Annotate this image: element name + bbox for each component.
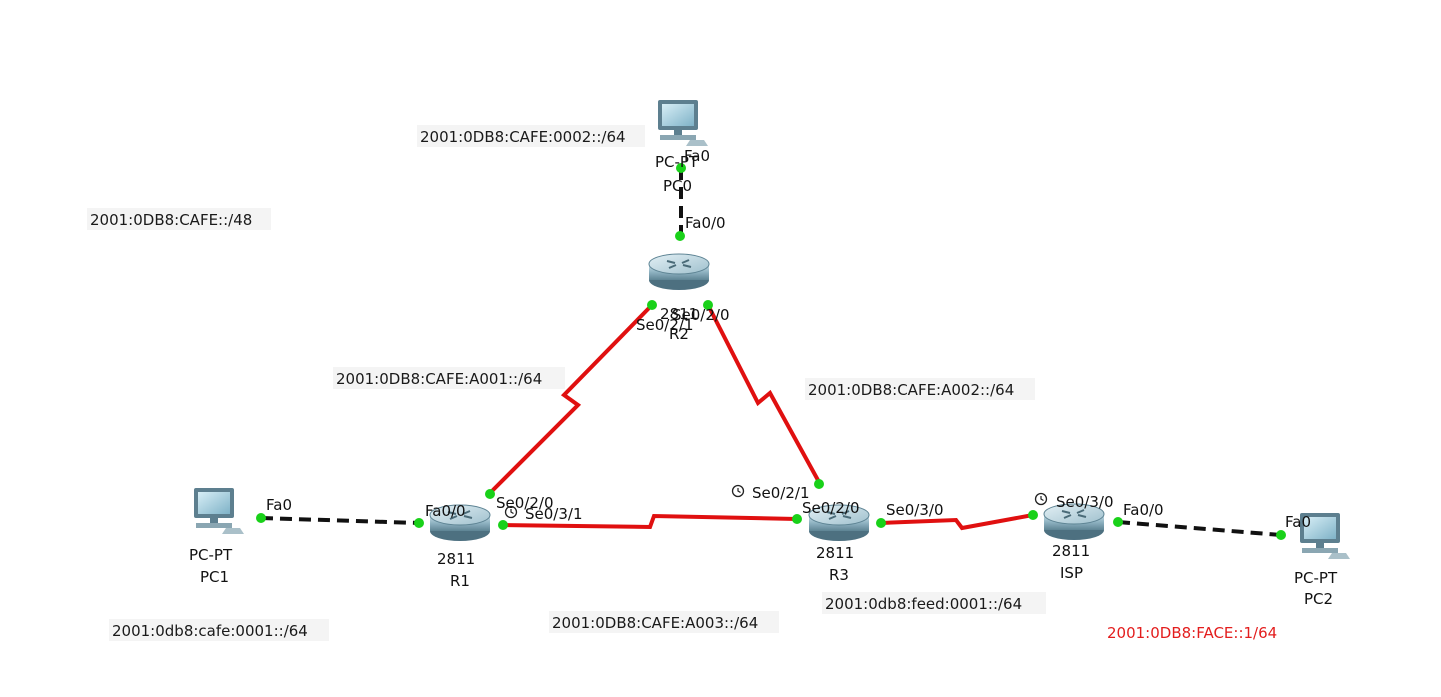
port-dot-r2-se020 xyxy=(703,300,713,310)
note-r2-r3-network[interactable]: 2001:0DB8:CAFE:A002::/64 xyxy=(808,381,1014,399)
link-r3-isp[interactable] xyxy=(880,513,1034,531)
port-dot-r1-se020 xyxy=(485,489,495,499)
port-dot-pc2-fa0 xyxy=(1276,530,1286,540)
pc0-device[interactable] xyxy=(658,100,708,146)
note-isp-pc2-network[interactable]: 2001:0DB8:FACE::1/64 xyxy=(1107,624,1277,642)
note-r1-r3-network[interactable]: 2001:0DB8:CAFE:A003::/64 xyxy=(552,614,758,632)
r2-name-label: R2 xyxy=(669,325,689,343)
port-label-r2-se020: Se0/2/0 xyxy=(672,306,730,324)
note-global-prefix[interactable]: 2001:0DB8:CAFE::/48 xyxy=(90,211,252,229)
isp-name-label: ISP xyxy=(1060,564,1083,582)
pc2-name-label: PC2 xyxy=(1304,590,1333,608)
r3-name-label: R3 xyxy=(829,566,849,584)
port-label-r2-fa00: Fa0/0 xyxy=(685,214,726,232)
port-label-r3-se020: Se0/2/0 xyxy=(802,499,860,517)
note-r3-isp-network[interactable]: 2001:0db8:feed:0001::/64 xyxy=(825,595,1022,613)
pc1-name-label: PC1 xyxy=(200,568,229,586)
port-label-isp-se030: Se0/3/0 xyxy=(1056,493,1114,511)
port-dot-r1-fa00 xyxy=(414,518,424,528)
link-r1-r3[interactable] xyxy=(502,513,798,530)
link-r2-r1[interactable] xyxy=(487,303,654,496)
pc1-model-label: PC-PT xyxy=(189,546,233,564)
port-label-r1-se020: Se0/2/0 xyxy=(496,494,554,512)
link-pc1-r1[interactable] xyxy=(260,516,420,525)
port-dot-r2-se021 xyxy=(647,300,657,310)
port-dot-r3-se020 xyxy=(792,514,802,524)
port-label-r3-se021: Se0/2/1 xyxy=(752,484,810,502)
isp-model-label: 2811 xyxy=(1052,542,1090,560)
clock-icon xyxy=(731,484,745,498)
r2-model-label: 2811 xyxy=(660,305,698,323)
pc0-model-label: PC-PT xyxy=(655,153,699,171)
link-r2-r3[interactable] xyxy=(706,304,821,483)
r1-name-label: R1 xyxy=(450,572,470,590)
port-label-r3-se030: Se0/3/0 xyxy=(886,501,944,519)
port-dot-r1-se031 xyxy=(498,520,508,530)
port-label-isp-fa00: Fa0/0 xyxy=(1123,501,1164,519)
port-dot-isp-se030 xyxy=(1028,510,1038,520)
port-label-r1-se031: Se0/3/1 xyxy=(525,505,583,523)
port-label-pc0-fa0: Fa0 xyxy=(684,147,710,165)
port-dot-r3-se021 xyxy=(814,479,824,489)
note-r1-r2-network[interactable]: 2001:0DB8:CAFE:A001::/64 xyxy=(336,370,542,388)
r1-model-label: 2811 xyxy=(437,550,475,568)
port-label-pc2-fa0: Fa0 xyxy=(1285,513,1311,531)
note-pc1-network[interactable]: 2001:0db8:cafe:0001::/64 xyxy=(112,622,308,640)
port-dot-r3-se030 xyxy=(876,518,886,528)
port-label-pc1-fa0: Fa0 xyxy=(266,496,292,514)
clock-icon xyxy=(504,505,518,519)
r2-router[interactable] xyxy=(648,253,710,291)
port-dot-pc0-fa0 xyxy=(676,163,686,173)
r3-model-label: 2811 xyxy=(816,544,854,562)
port-dot-isp-fa00 xyxy=(1113,517,1123,527)
link-isp-pc2[interactable] xyxy=(1117,520,1282,537)
port-label-r2-se021: Se0/2/1 xyxy=(636,316,694,334)
pc0-name-label: PC0 xyxy=(663,177,692,195)
pc2-model-label: PC-PT xyxy=(1294,569,1338,587)
clock-icon xyxy=(1034,492,1048,506)
port-dot-pc1-fa0 xyxy=(256,513,266,523)
pc1-device[interactable] xyxy=(194,488,244,534)
port-label-r1-fa00: Fa0/0 xyxy=(425,502,466,520)
note-pc0-network[interactable]: 2001:0DB8:CAFE:0002::/64 xyxy=(420,128,626,146)
port-dot-r2-fa00 xyxy=(675,231,685,241)
